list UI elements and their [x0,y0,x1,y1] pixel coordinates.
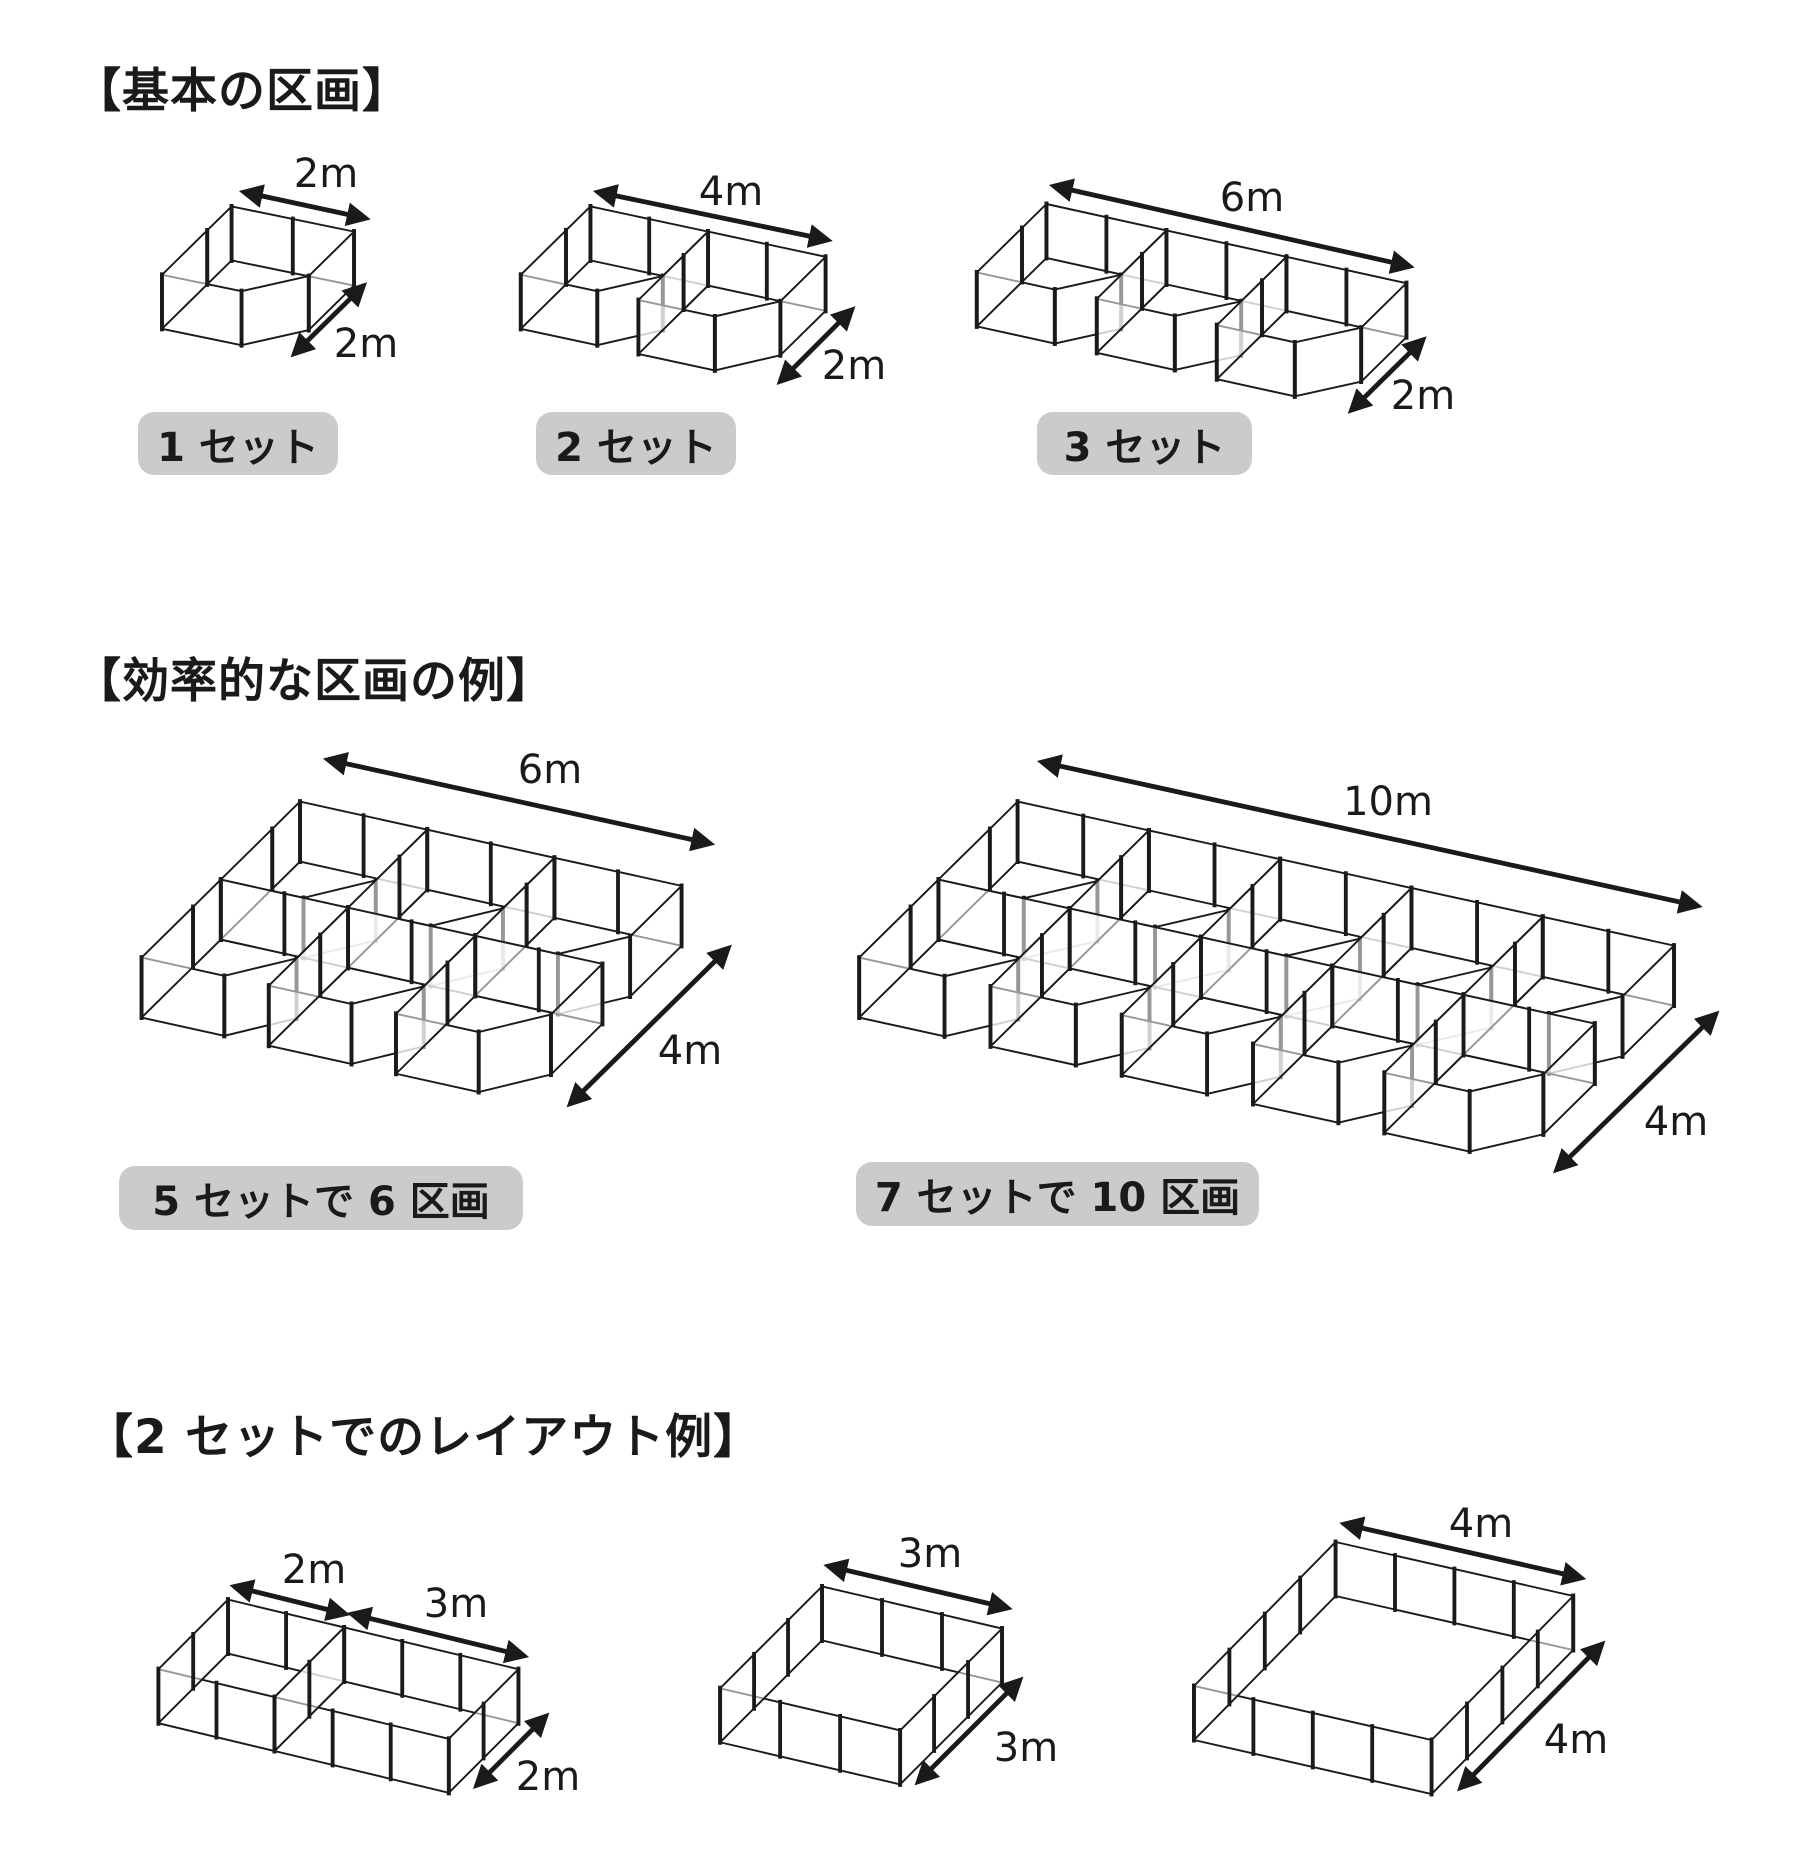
fence-panel [713,300,782,372]
dimension-arrow [1036,754,1703,914]
dimension-arrow [346,1606,530,1664]
badge-1-set: 1 セット [138,412,338,475]
dimension-arrow [1457,1640,1606,1792]
section-title-efficient: 【効率的な区画の例】 [74,654,554,709]
fence-panel [565,204,592,287]
dim-label: 2m [333,321,399,367]
badge-3-set: 3 セット [1037,412,1252,475]
dim-label: 4m [1448,1501,1514,1547]
fence-panel [271,799,301,892]
badge-7-sets-10-plots: 7 セットで 10 区画 [856,1162,1259,1226]
dim-label: 4m [1643,1099,1709,1145]
dimension-arrow [566,944,732,1108]
dimension-arrow [1048,178,1415,274]
dim-label: 6m [1219,175,1285,221]
dim-label: 2m [821,343,887,389]
section-title-layout: 【2 セットでのレイアウト例】 [86,1410,762,1465]
dimension-arrow [290,282,368,358]
fence-panel [240,274,310,347]
dimension-arrow [914,1676,1024,1786]
dimension-arrow [473,1712,550,1789]
dim-label: 3m [423,1581,489,1627]
dim-label: 3m [897,1531,963,1577]
dim-label: 4m [1543,1717,1609,1763]
dim-label: 6m [517,747,583,793]
section-title-basic: 【基本の区画】 [74,64,410,119]
dimension-arrow [322,751,716,852]
dimension-arrow [1339,1516,1587,1586]
dim-label: 4m [698,169,764,215]
dim-label: 4m [657,1028,723,1074]
badge-2-set: 2 セット [536,412,736,475]
dimension-arrow [1552,1010,1720,1174]
fence-panel [1293,326,1363,398]
fence-panel [909,877,940,970]
fence-panel [988,799,1019,892]
dimension-arrow [776,306,856,385]
fence-panel [477,1013,552,1094]
dimension-arrow [238,184,371,227]
fence-panel [1468,1073,1545,1153]
fence-panel [1021,201,1048,285]
fence-panel [206,204,233,287]
dim-label: 10m [1343,779,1433,825]
dim-label: 2m [1390,373,1456,419]
badge-5-sets-6-plots: 5 セットで 6 区画 [119,1166,523,1230]
dim-label: 2m [515,1754,581,1800]
fence-panel [192,877,222,970]
dimension-arrow [229,1579,351,1622]
dim-label: 2m [293,151,359,197]
dimension-arrow [1347,336,1427,414]
dim-label: 3m [993,1725,1059,1771]
dim-label: 2m [281,1547,347,1593]
dimension-arrow [592,184,833,248]
dimension-arrow [823,1558,1013,1616]
